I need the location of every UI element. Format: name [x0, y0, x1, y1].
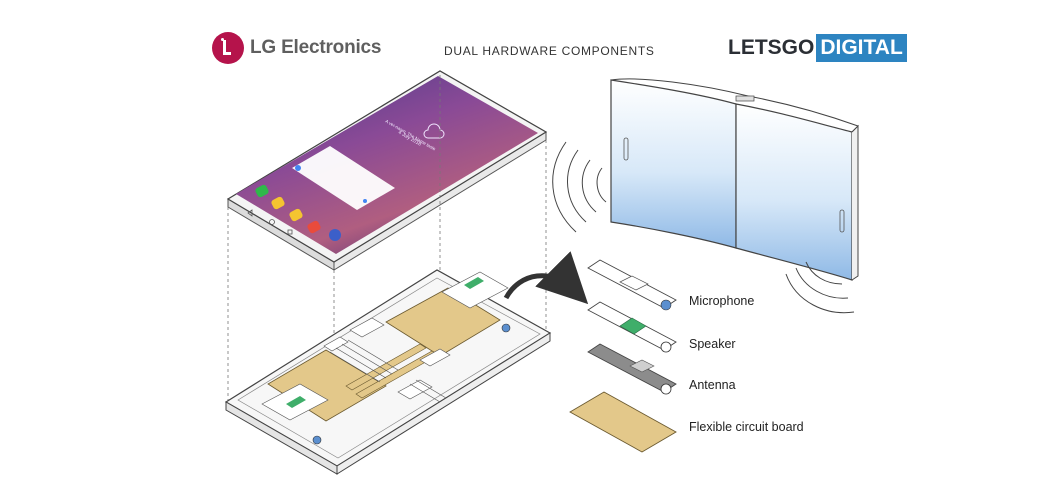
- microphone-component: [587, 259, 677, 311]
- foldable-phone-drawing: [610, 78, 859, 281]
- phone-screen: [236, 76, 538, 254]
- letsgo-digital-logo: LETSGO DIGITAL: [728, 34, 907, 62]
- lg-electronics-logo: LG Electronics: [212, 32, 381, 66]
- lg-logo-icon: [212, 32, 244, 64]
- messages-app-icon: [271, 196, 285, 210]
- speaker-component: [587, 301, 677, 353]
- camera-app-icon: [289, 208, 303, 222]
- letsgo-logo-text: LETSGO: [728, 36, 815, 59]
- flexible-circuit-board-component: [569, 391, 677, 453]
- google-icon: [295, 165, 301, 171]
- navigation-buttons: [247, 209, 293, 235]
- chrome-app-icon: [329, 229, 341, 241]
- lg-brand-name: LG Electronics: [250, 37, 382, 58]
- speaker-label: Speaker: [689, 337, 736, 351]
- flexible-circuit-board-label: Flexible circuit board: [689, 420, 804, 434]
- search-bar: [292, 146, 395, 210]
- sound-wave-icon: [785, 261, 855, 314]
- digital-logo-text: DIGITAL: [816, 34, 907, 62]
- diagram-title: DUAL HARDWARE COMPONENTS: [444, 44, 655, 58]
- play-store-app-icon: [307, 220, 321, 234]
- sound-wave-icon: [552, 141, 607, 233]
- internal-frame-drawing: [224, 269, 552, 475]
- microphone-label: Microphone: [689, 294, 755, 308]
- antenna-label: Antenna: [689, 378, 736, 392]
- smartphone-drawing: A ver-nasm, The Name taste 4 July 2018: [226, 70, 548, 271]
- phone-app-icon: [255, 184, 269, 198]
- weather-icon: [423, 123, 445, 139]
- flex-connectors: [345, 343, 439, 399]
- curved-arrow: [503, 251, 589, 305]
- bottom-module-dot: [312, 435, 322, 445]
- top-module-dot: [501, 323, 511, 333]
- green-chips: [286, 277, 484, 408]
- mic-icon: [363, 199, 367, 203]
- antenna-component: [587, 343, 677, 395]
- frame-wiring: [329, 339, 447, 403]
